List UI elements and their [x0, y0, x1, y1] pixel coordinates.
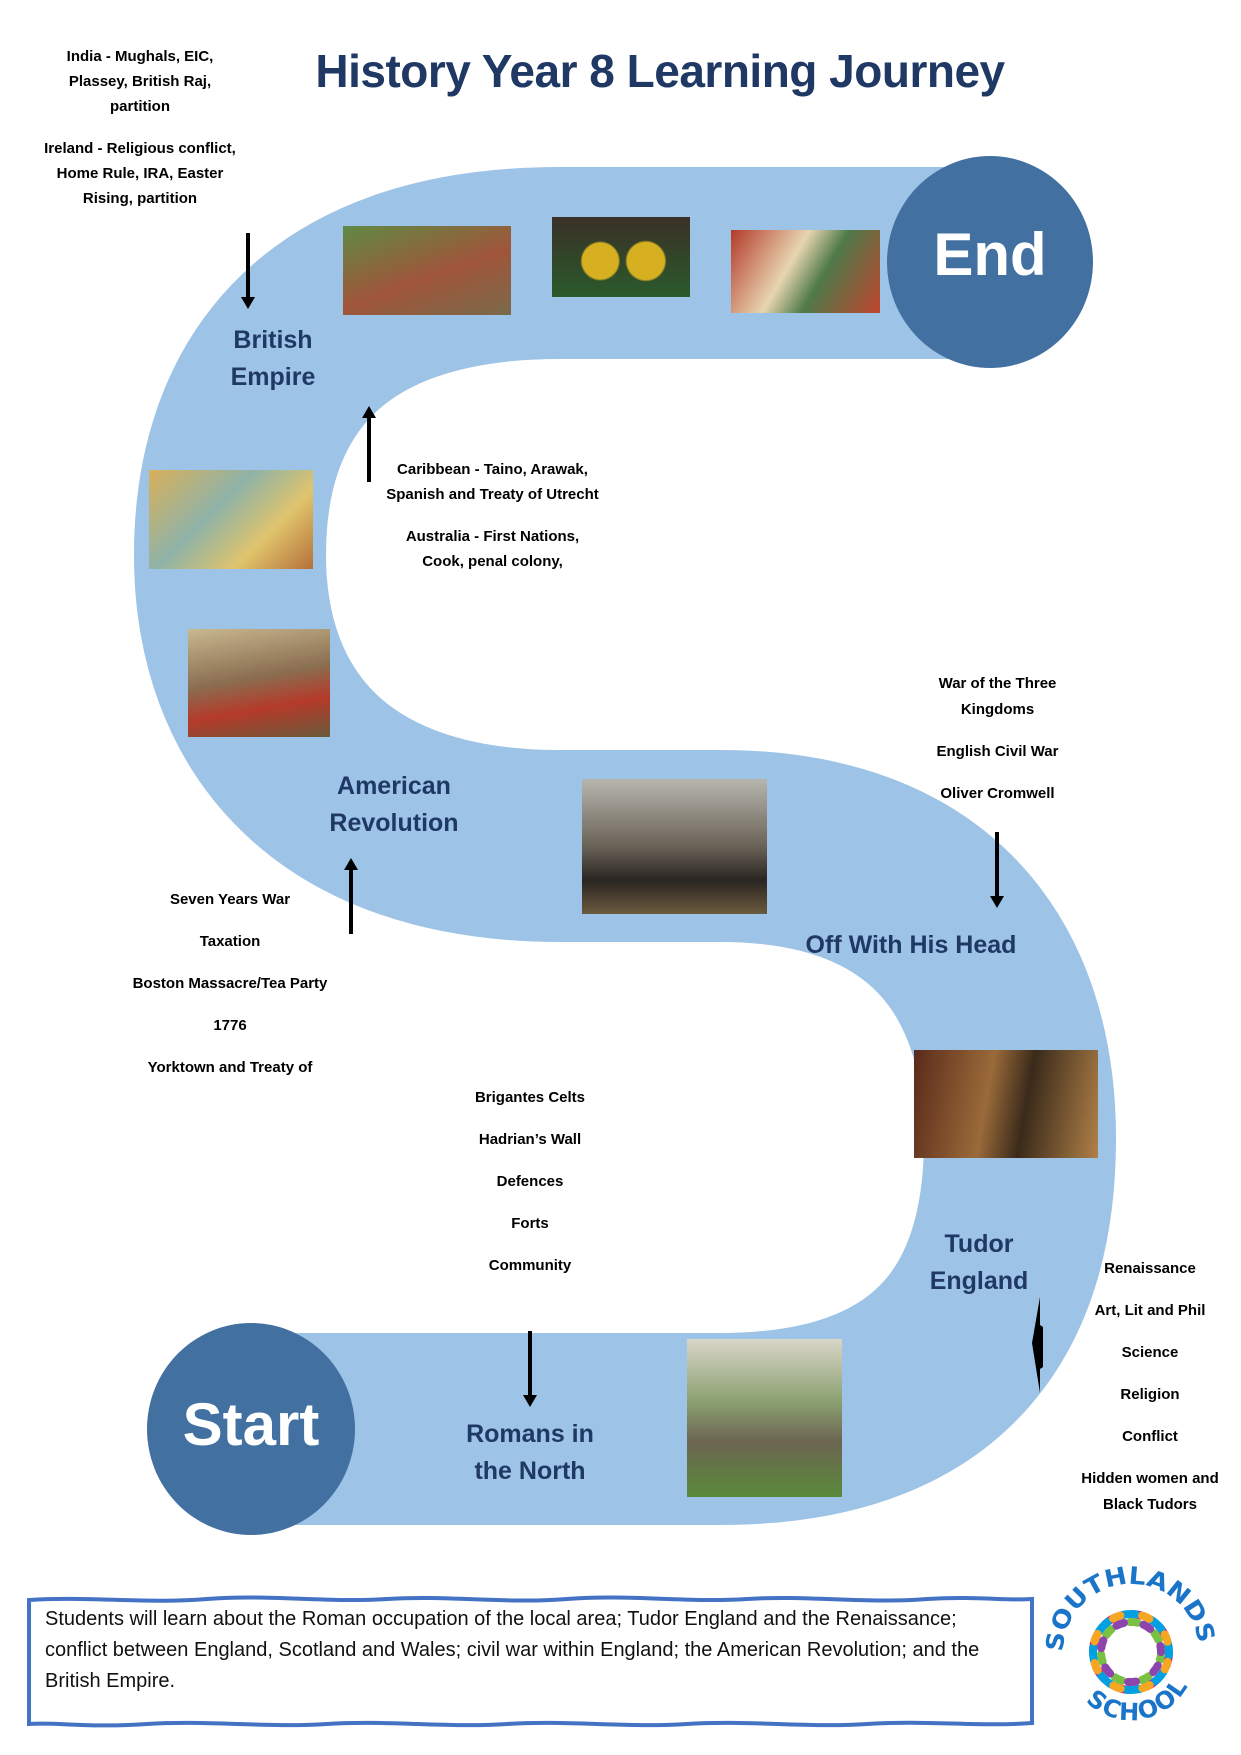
- note-hadrians-wall: Hadrian’s Wall: [478, 1131, 582, 1148]
- note-forts: Forts: [511, 1215, 549, 1232]
- arrow-up-icon: [362, 406, 376, 482]
- redcoats-image: [188, 629, 330, 737]
- caribbean-image: [343, 226, 511, 315]
- mughal-image: [731, 230, 880, 313]
- summary-box: [27, 1595, 1034, 1728]
- note-oliver-cromwell: Oliver Cromwell: [940, 785, 1055, 802]
- empire-notes-india-ireland: India - Mughals, EIC, Plassey, British R…: [40, 44, 240, 211]
- note-science: Science: [1121, 1344, 1179, 1361]
- summary-text: Students will learn about the Roman occu…: [45, 1608, 980, 1692]
- note-taxation: Taxation: [199, 933, 261, 950]
- empire-map-image: [149, 470, 313, 569]
- arrow-down-icon: [241, 233, 255, 309]
- hadrians-wall-fort-image: [687, 1339, 842, 1497]
- note-defences: Defences: [496, 1173, 564, 1190]
- tudor-image: [914, 1050, 1098, 1158]
- note-art-lit-phil: Art, Lit and Phil: [1094, 1302, 1206, 1319]
- school-logo: SOUTHLANDS SCHOOL: [1041, 1562, 1220, 1727]
- start-label: Start: [182, 1391, 320, 1458]
- note-renaissance: Renaissance: [1104, 1260, 1196, 1277]
- note-conflict: Conflict: [1122, 1428, 1178, 1445]
- note-caribbean: Caribbean - Taino, Arawak, Spanish and T…: [386, 461, 599, 503]
- note-india: India - Mughals, EIC, Plassey, British R…: [66, 48, 214, 115]
- tudor-notes: Renaissance Art, Lit and Phil Science Re…: [1064, 1256, 1236, 1518]
- end-label: End: [933, 221, 1047, 288]
- stage-american-revolution: American Revolution: [329, 772, 459, 837]
- note-seven-years-war: Seven Years War: [169, 891, 291, 908]
- stage-british-empire: British Empire: [230, 326, 316, 391]
- aboriginal-image: [552, 217, 690, 297]
- arrow-down-icon: [523, 1331, 537, 1407]
- note-religion: Religion: [1120, 1386, 1180, 1403]
- note-three-kingdoms: War of the Three Kingdoms: [938, 675, 1057, 718]
- arrow-down-icon: [990, 832, 1004, 908]
- start-circle: [147, 1323, 355, 1535]
- empire-notes-caribbean-australia: Caribbean - Taino, Arawak, Spanish and T…: [385, 457, 600, 574]
- cromwell-image: [582, 779, 767, 914]
- american-notes: Seven Years War Taxation Boston Massacre…: [100, 887, 360, 1081]
- note-english-civil-war: English Civil War: [936, 743, 1059, 760]
- stage-tudor-england: Tudor England: [929, 1230, 1029, 1295]
- end-circle: [887, 156, 1093, 368]
- note-community: Community: [488, 1257, 572, 1274]
- page-title: History Year 8 Learning Journey: [315, 45, 1005, 97]
- stage-romans-in-the-north: Romans in the North: [466, 1420, 594, 1485]
- arrow-left-icon: [1032, 1297, 1043, 1393]
- note-brigantes: Brigantes Celts: [474, 1089, 586, 1106]
- romans-notes: Brigantes Celts Hadrian’s Wall Defences …: [440, 1085, 620, 1279]
- note-boston: Boston Massacre/Tea Party: [132, 975, 328, 992]
- arrow-up-icon: [344, 858, 358, 934]
- note-1776: 1776: [213, 1017, 247, 1034]
- note-australia: Australia - First Nations, Cook, penal c…: [405, 528, 580, 570]
- civil-war-notes: War of the Three Kingdoms English Civil …: [900, 671, 1095, 807]
- note-yorktown: Yorktown and Treaty of: [147, 1059, 313, 1076]
- note-hidden-women: Hidden women and Black Tudors: [1081, 1470, 1219, 1513]
- note-ireland: Ireland - Religious conflict, Home Rule,…: [44, 140, 236, 207]
- stage-off-with-his-head: Off With His Head: [805, 931, 1017, 959]
